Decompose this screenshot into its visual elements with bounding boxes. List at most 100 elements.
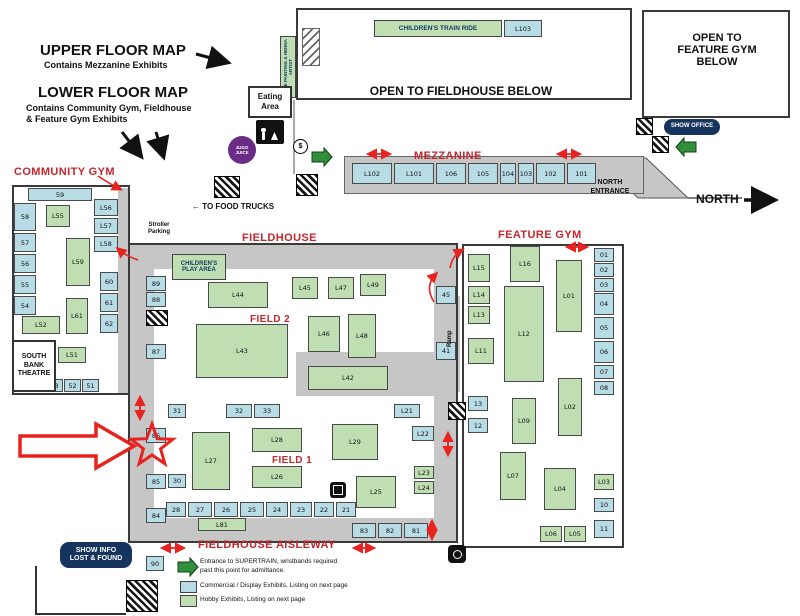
feature-gym-label: FEATURE GYM (498, 229, 582, 241)
stairs-icon (126, 580, 158, 612)
booth-L03: L03 (594, 474, 614, 490)
elevator-icon (330, 482, 346, 498)
booth-02: 02 (594, 263, 614, 277)
booth-10: 10 (594, 498, 614, 512)
booth-85: 85 (146, 474, 166, 489)
stairs-icon (636, 118, 653, 135)
booth-45: 45 (436, 286, 456, 304)
booth-L24: L24 (414, 481, 434, 494)
booth-28: 28 (166, 502, 186, 517)
booth-L28: L28 (252, 428, 302, 452)
open-to-fieldhouse-label: OPEN TO FIELDHOUSE BELOW (369, 84, 553, 98)
booth-L12: L12 (504, 286, 544, 382)
booth-41: 41 (436, 342, 456, 360)
booth-L16: L16 (510, 246, 540, 282)
childrens-play-area: CHILDREN'S PLAY AREA (172, 254, 226, 280)
booth-L52: L52 (22, 316, 60, 334)
booth-L48: L48 (348, 314, 376, 358)
highlight-arrow (18, 420, 138, 472)
booth-L46: L46 (308, 316, 340, 352)
eating-area: Eating Area (248, 86, 292, 118)
fieldhouse-aisleway-corridor (128, 518, 458, 543)
booth-51: 51 (82, 379, 99, 392)
show-info-badge: SHOW INFO LOST & FOUND (60, 542, 132, 568)
lower-floor-heading: LOWER FLOOR MAP (38, 84, 188, 101)
open-feature-line1: OPEN TO (692, 32, 742, 44)
legend-commercial-swatch (180, 581, 197, 593)
booth-L05: L05 (564, 526, 586, 542)
stairs-icon (448, 402, 466, 420)
north-entrance-label: NORTH ENTRANCE (584, 179, 636, 197)
booth-03: 03 (594, 278, 614, 292)
show-info-line1: SHOW INFO (75, 546, 117, 554)
booth-87: 87 (146, 344, 166, 359)
food-trucks-label: ← TO FOOD TRUCKS (192, 202, 275, 211)
stairs-icon (652, 136, 669, 153)
dollar-icon: $ (293, 139, 308, 154)
south-bank-theatre: SOUTH BANK THEATRE (12, 340, 56, 392)
booth-L04: L04 (544, 468, 576, 510)
booth-102: 102 (536, 163, 565, 184)
upper-floor-subheading: Contains Mezzanine Exhibits (44, 60, 168, 70)
mezzanine-label: MEZZANINE (414, 150, 482, 162)
booth-L58: L58 (94, 236, 118, 252)
booth-52: 52 (64, 379, 81, 392)
booth-L01: L01 (556, 260, 582, 332)
upper-floor-outline (296, 8, 632, 100)
open-feature-line3: BELOW (696, 56, 738, 68)
booth-L102: L102 (352, 163, 392, 184)
legend-entrance-line2: past this point for admittance. (200, 567, 285, 574)
lower-floor-subheading-1: Contains Community Gym, Fieldhouse (26, 103, 192, 113)
south-bank-line3: THEATRE (17, 370, 51, 378)
booth-56: 56 (14, 254, 36, 273)
stroller-line1: Stroller (148, 222, 170, 228)
booth-84: 84 (146, 508, 166, 523)
booth-61: 61 (100, 293, 118, 312)
booth-31: 31 (168, 404, 186, 418)
feature-gym-below-outline (642, 10, 790, 118)
booth-L02: L02 (558, 378, 582, 436)
booth-105: 105 (468, 163, 498, 184)
ramp-label: Ramp (447, 330, 453, 347)
north-entrance-line2: ENTRANCE (590, 187, 630, 195)
booth-L55: L55 (46, 205, 70, 227)
booth-12: 12 (468, 418, 488, 433)
stairs-icon (296, 174, 318, 196)
booth-106: 106 (436, 163, 466, 184)
booth-13: 13 (468, 396, 488, 411)
booth-L11: L11 (468, 338, 494, 364)
legend-commercial-label: Commercial / Display Exhibits, Listing o… (200, 582, 348, 589)
booth-08: 08 (594, 381, 614, 395)
booth-11: 11 (594, 520, 614, 538)
booth-54: 54 (14, 296, 36, 315)
booth-L14: L14 (468, 286, 490, 304)
stairwell-hatch (302, 28, 320, 66)
booth-30: 30 (168, 474, 186, 488)
booth-L06: L06 (540, 526, 562, 542)
booth-05: 05 (594, 317, 614, 339)
accessible-glyph (452, 549, 462, 559)
booth-04: 04 (594, 293, 614, 315)
booth-86: 86 (146, 428, 166, 443)
stroller-line2: Parking (148, 229, 171, 236)
booth-21: 21 (336, 502, 356, 517)
field2-label: FIELD 2 (250, 314, 291, 325)
booth-L81: L81 (198, 518, 246, 531)
booth-L56: L56 (94, 199, 118, 216)
upper-floor-heading: UPPER FLOOR MAP (40, 42, 186, 59)
male-figure-icon (261, 127, 266, 140)
booth-L101: L101 (394, 163, 434, 184)
booth-90: 90 (146, 556, 164, 571)
feature-gym-outline (462, 244, 624, 548)
play-area-line2: PLAY AREA (182, 267, 216, 273)
elevator-glyph (333, 485, 343, 495)
booth-L25: L25 (356, 476, 396, 508)
booth-22: 22 (314, 502, 334, 517)
eating-line2: Area (261, 102, 279, 111)
booth-83: 83 (352, 523, 376, 538)
north-entrance-line1: NORTH (597, 179, 623, 186)
booth-07: 07 (594, 365, 614, 379)
booth-89: 89 (146, 276, 166, 291)
jugo-line1: JUGO (235, 144, 249, 150)
